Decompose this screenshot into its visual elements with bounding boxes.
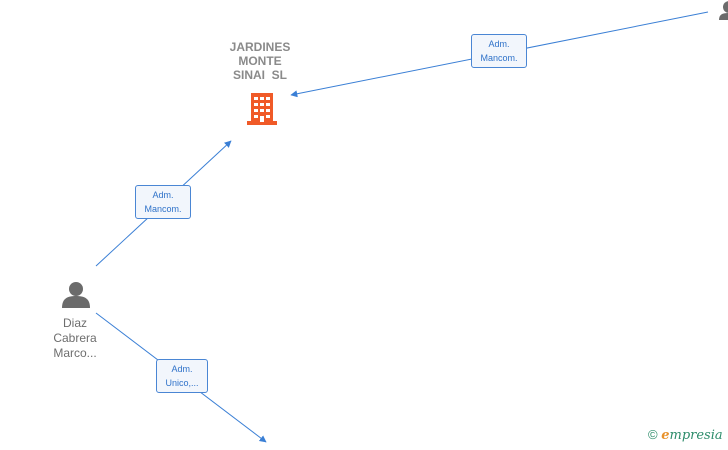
edge-label-person-offscreen[interactable]: Adm. Unico,... bbox=[156, 359, 208, 393]
brand-logo-rest: mpresia bbox=[669, 428, 723, 443]
edge-label-line: Unico,... bbox=[165, 378, 199, 388]
company-name-line: SINAI SL bbox=[232, 68, 287, 82]
building-icon[interactable] bbox=[247, 93, 277, 125]
edge-label-line: Adm. bbox=[488, 39, 510, 49]
edge-label-line: Adm. bbox=[152, 190, 174, 200]
company-name-line: JARDINES bbox=[229, 40, 291, 54]
edge-label-person-company[interactable]: Adm. Mancom. bbox=[135, 185, 191, 219]
person-name-line: Marco... bbox=[53, 346, 97, 360]
person-icon-partial[interactable] bbox=[719, 1, 728, 20]
company-name[interactable]: JARDINES MONTE SINAI SL bbox=[215, 40, 305, 82]
edge-label-top[interactable]: Adm. Mancom. bbox=[471, 34, 527, 68]
brand-logo: empresia bbox=[661, 428, 722, 443]
person-name[interactable]: Diaz Cabrera Marco... bbox=[44, 316, 106, 361]
person-name-line: Diaz bbox=[62, 316, 87, 330]
copyright-symbol: © bbox=[648, 427, 658, 442]
person-icon[interactable] bbox=[62, 282, 90, 308]
brand-watermark: © empresia bbox=[648, 427, 723, 443]
edge-label-line: Mancom. bbox=[480, 53, 518, 63]
person-name-line: Cabrera bbox=[53, 331, 97, 345]
edge-label-line: Adm. bbox=[171, 364, 193, 374]
edge-label-line: Mancom. bbox=[144, 204, 182, 214]
brand-logo-initial: e bbox=[661, 428, 670, 443]
company-name-line: MONTE bbox=[238, 54, 282, 68]
